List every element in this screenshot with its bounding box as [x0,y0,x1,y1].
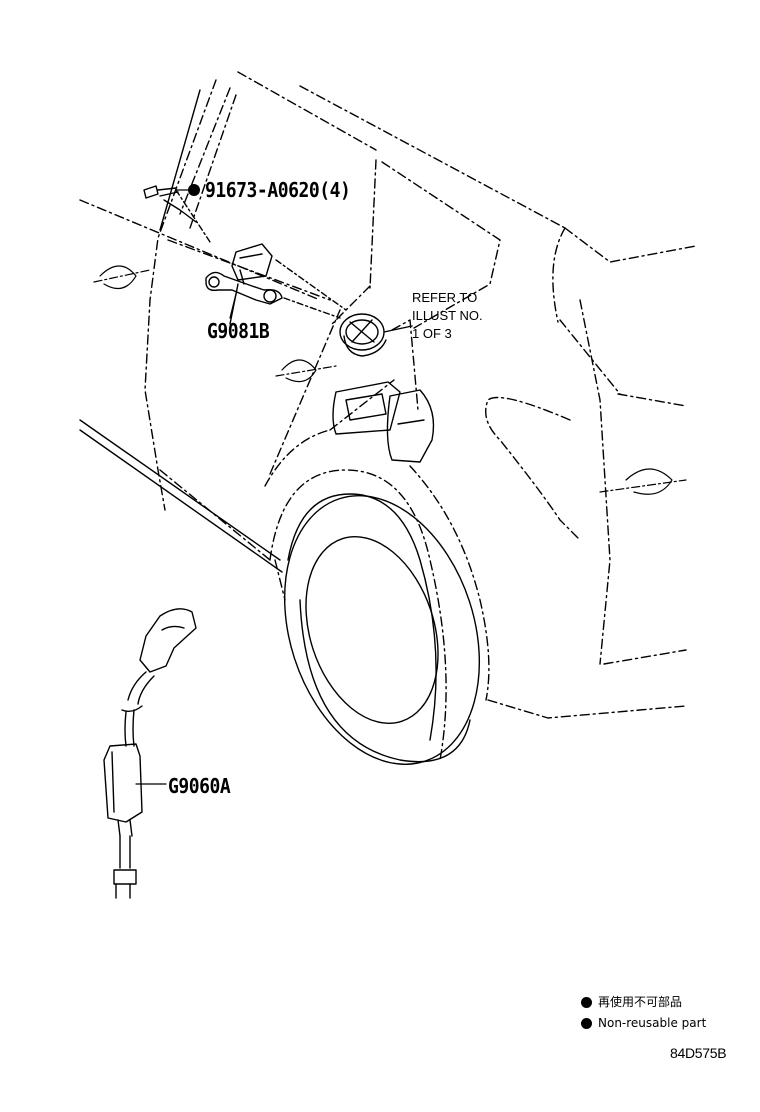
legend-en-text: Non-reusable part [598,1016,707,1030]
side-sill [79,89,283,573]
charging-port-assembly [205,243,347,325]
wheel-arch-and-tire [269,469,481,765]
non-reusable-dot-icon [581,1018,592,1029]
reference-note: REFER TO ILLUST NO. 1 OF 3 [412,289,483,343]
legend-jp-text: 再使用不可部品 [598,995,683,1009]
reference-note-line1: REFER TO [412,290,478,305]
body-outline [79,71,697,719]
charging-cable [103,608,197,899]
charging-lid [332,381,435,463]
leader-lines [135,189,237,785]
diagram-code: 84D575B [670,1045,727,1061]
door-handle-icons [93,265,687,495]
non-reusable-dot-icon [188,184,200,196]
legend-row-jp: 再使用不可部品 [581,992,706,1013]
part-number-bolt[interactable]: 91673-A0620(4) [205,178,351,202]
legend-row-en: Non-reusable part [581,1013,706,1034]
part-number-charging-cable[interactable]: G9060A [168,774,231,798]
legend: 再使用不可部品 Non-reusable part [581,992,706,1034]
charging-inlet [339,313,413,357]
part-number-charging-port[interactable]: G9081B [207,319,270,343]
reference-note-line2: ILLUST NO. [412,308,483,323]
reference-note-line3: 1 OF 3 [412,326,452,341]
bolt-part [143,185,211,243]
non-reusable-dot-icon [581,997,592,1008]
